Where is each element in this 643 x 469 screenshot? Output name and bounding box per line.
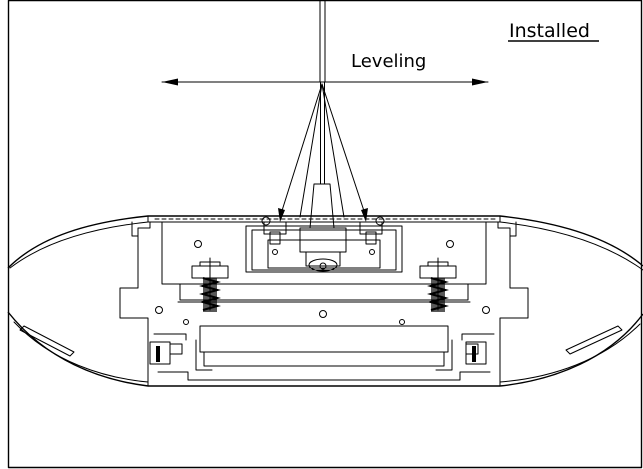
top-fasteners: [261, 216, 385, 245]
bottom-channel: [157, 325, 491, 381]
bottom-clips: [149, 333, 495, 365]
chassis: [119, 221, 529, 387]
fixture-housing: [7, 215, 643, 387]
center-clamp: [299, 183, 347, 272]
leveling-arrow: [161, 78, 489, 86]
spring-left: [191, 257, 229, 312]
spring-right: [419, 257, 457, 312]
installed-label: Installed: [509, 20, 590, 42]
mounting-holes: [155, 240, 490, 325]
leveling-label: Leveling: [351, 51, 426, 72]
pointer-arrows: [278, 83, 368, 222]
